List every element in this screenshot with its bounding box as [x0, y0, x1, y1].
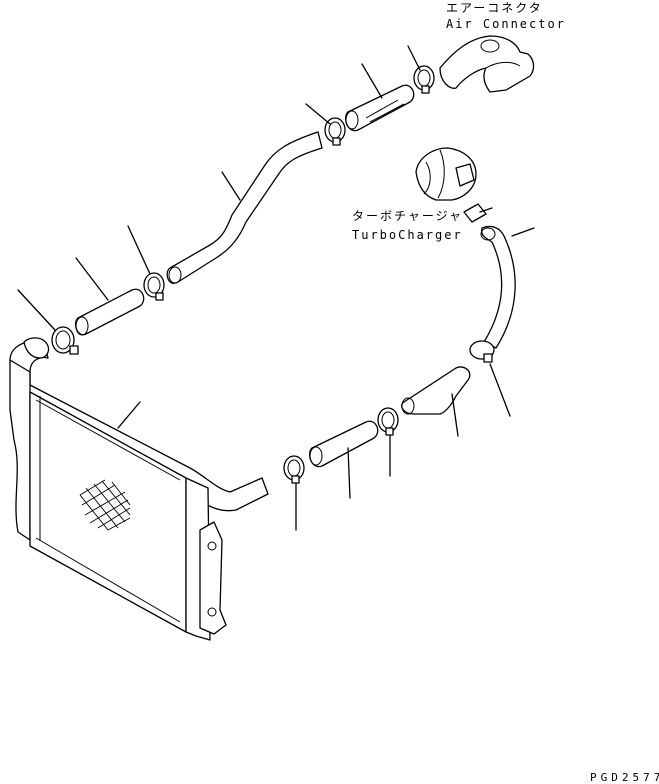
turbocharger-label-jp: ターボチャージャ	[352, 209, 464, 223]
drawing-code: PGD2577	[590, 771, 659, 784]
upper-hose-line	[51, 35, 535, 355]
turbocharger-label-en: TurboCharger	[352, 228, 463, 242]
air-connector-label-jp: エアーコネクタ	[446, 1, 543, 15]
core-mesh-pattern	[79, 479, 131, 531]
intercooler-core	[9, 337, 269, 641]
air-connector-label-en: Air Connector	[446, 17, 566, 31]
lower-hose-line	[283, 147, 516, 484]
leader-lines	[17, 45, 535, 531]
